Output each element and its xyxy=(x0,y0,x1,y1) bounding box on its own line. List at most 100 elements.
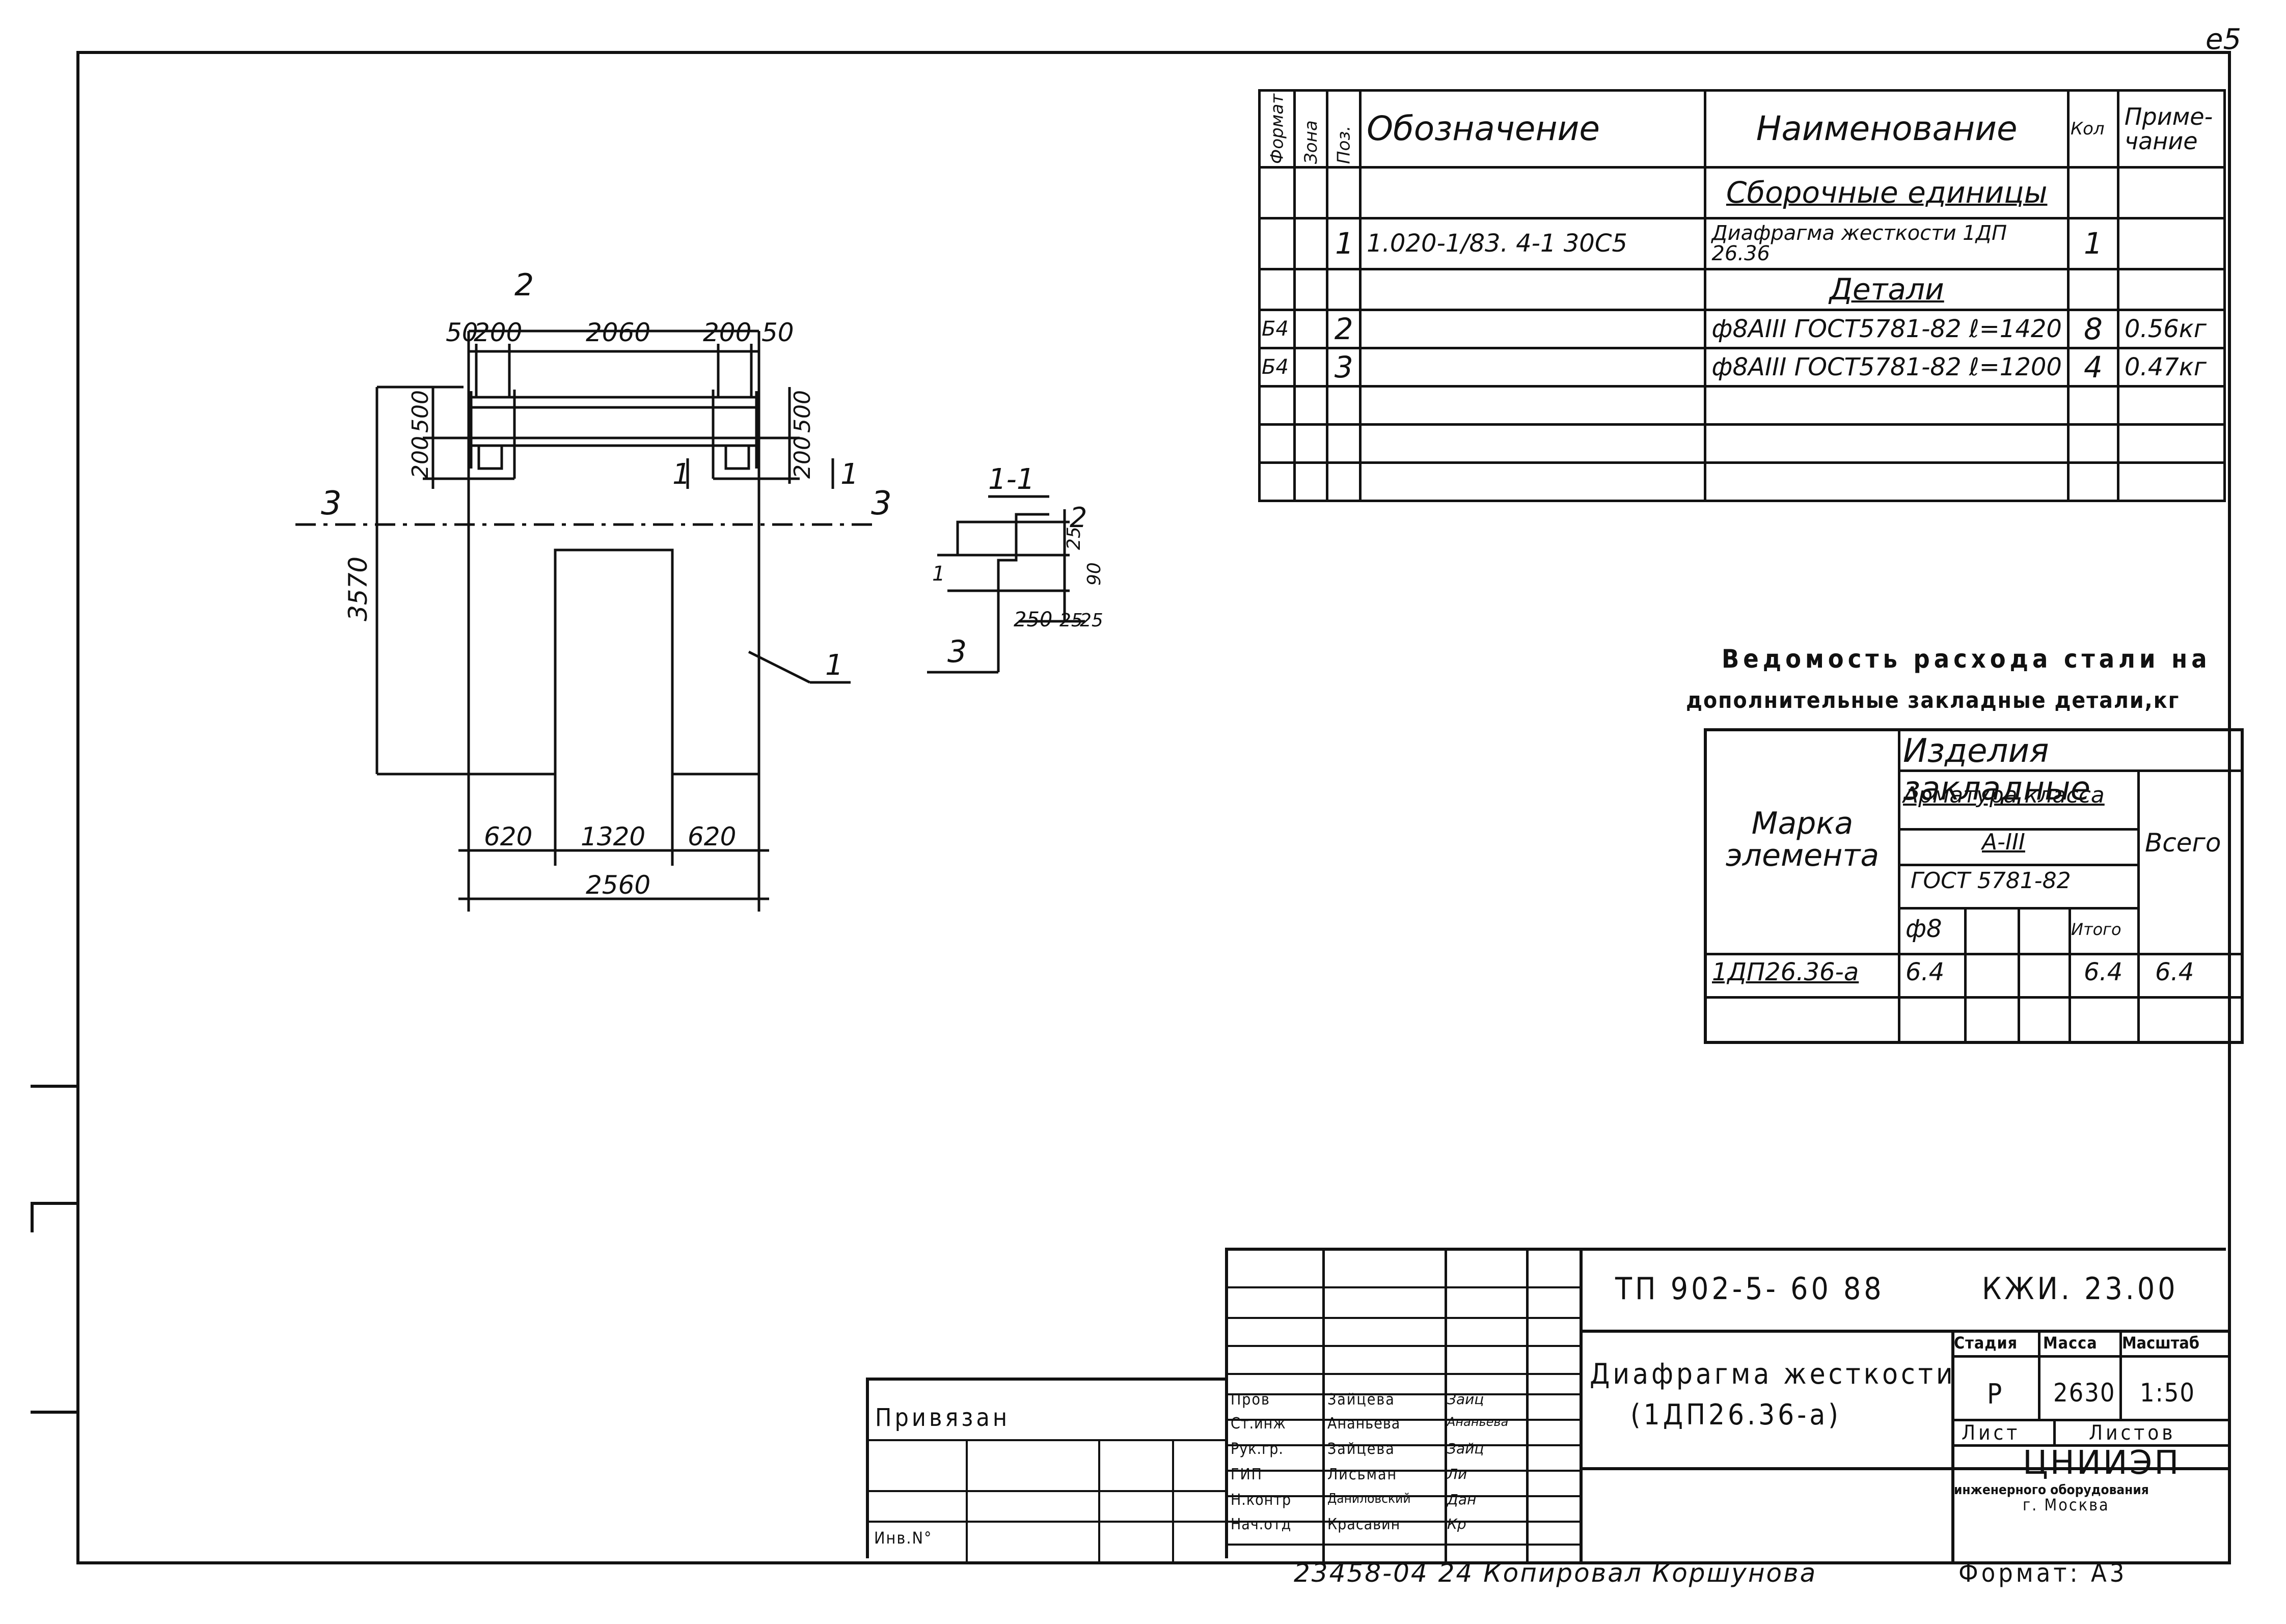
spec-cell-format xyxy=(1258,216,1296,270)
spec-row xyxy=(1258,423,2226,464)
dim-bottom-620a: 620 xyxy=(484,822,532,851)
signer-signature: Кр xyxy=(1447,1516,1466,1532)
spec-row xyxy=(1258,384,2226,426)
top-label-2: 2 xyxy=(514,267,534,303)
signer-name: Ананьева xyxy=(1327,1415,1401,1433)
dim-right-200: 200 xyxy=(790,436,815,479)
section-mark-3-right: 3 xyxy=(871,485,892,522)
sheets-label: Листов xyxy=(2089,1421,2176,1445)
header-class: Арматура класса xyxy=(1903,782,2105,808)
spec-header-zone: Зона xyxy=(1294,90,1327,168)
dim-top-200a: 200 xyxy=(474,318,522,347)
spec-cell-format xyxy=(1258,461,1296,502)
section-1-1-drawing: 1-1 2 1 3 25 90 250 25 25 xyxy=(927,463,1105,674)
spec-cell-name: ф8АIII ГОСТ5781-82 ℓ=1420 xyxy=(1704,308,2070,349)
spec-cell-designation xyxy=(1359,423,1707,464)
binding-tick xyxy=(31,1411,79,1414)
spec-cell-name: Сборочные единицы xyxy=(1704,166,2070,219)
spec-cell-designation xyxy=(1359,346,1707,388)
signer-signature: Ли xyxy=(1447,1466,1467,1482)
spec-cell-qty: 1 xyxy=(2066,216,2119,270)
project-code: ТП 902-5- 60 88 xyxy=(1615,1271,1885,1307)
spec-cell-qty xyxy=(2066,267,2119,311)
sheet-label: Лист xyxy=(1962,1421,2021,1445)
spec-cell-zone xyxy=(1293,267,1329,311)
title-block: ТП 902-5- 60 88 КЖИ. 23.00 Диафрагма жес… xyxy=(1225,1248,2229,1561)
spec-row: Сборочные единицы xyxy=(1258,166,2226,219)
row-mark: 1ДП26.36-а xyxy=(1712,958,1859,986)
binding-tick xyxy=(31,1085,79,1088)
signer-role: Пров xyxy=(1231,1391,1270,1409)
header-itogo: Итого xyxy=(2071,920,2121,939)
signer-name: Даниловский xyxy=(1327,1491,1411,1506)
section-dim-250: 250 xyxy=(1014,608,1052,631)
org-line2: инженерного оборудования xyxy=(1954,1482,2149,1498)
spec-row: Детали xyxy=(1258,267,2226,311)
spec-cell-zone xyxy=(1293,384,1329,426)
sheet-frame xyxy=(76,51,2231,1564)
format-label: Формат: А3 xyxy=(1958,1558,2128,1588)
sheet-number: е5 xyxy=(2206,23,2242,56)
spec-cell-format: Б4 xyxy=(1258,308,1296,349)
scale-label: Масштаб xyxy=(2122,1333,2199,1353)
signer-name: Зайцева xyxy=(1327,1440,1395,1458)
section-label-2: 2 xyxy=(1070,502,1087,534)
embed-plate-left xyxy=(477,444,503,470)
spec-cell-name xyxy=(1704,461,2070,502)
spec-cell-format xyxy=(1258,423,1296,464)
spec-header-format: Формат xyxy=(1259,90,1295,168)
signer-role: ГИП xyxy=(1231,1466,1263,1483)
dim-right-500: 500 xyxy=(790,390,815,433)
dim-top-50a: 50 xyxy=(446,318,478,347)
row-total: 6.4 xyxy=(2155,958,2194,986)
spec-cell-designation xyxy=(1359,461,1707,502)
spec-cell-format: Б4 xyxy=(1258,346,1296,388)
spec-header-pos: Поз. xyxy=(1327,90,1360,168)
header-gost: ГОСТ 5781-82 xyxy=(1911,868,2071,894)
spec-cell-note xyxy=(2116,216,2226,270)
spec-row: Б4 3 ф8АIII ГОСТ5781-82 ℓ=1200 4 0.47кг xyxy=(1258,346,2226,388)
spec-cell-name: Детали xyxy=(1704,267,2070,311)
spec-cell-note xyxy=(2116,384,2226,426)
spec-cell-pos xyxy=(1326,461,1362,502)
spec-cell-pos xyxy=(1326,423,1362,464)
signer-role: Ст.инж xyxy=(1231,1415,1286,1433)
spec-cell-pos xyxy=(1326,267,1362,311)
section-dim-25a: 25 xyxy=(1064,527,1084,550)
stage-value: Р xyxy=(1987,1378,2005,1410)
org-name: ЦНИИЭП xyxy=(2023,1444,2181,1482)
specification-table: Формат Зона Поз. Обозначение Наименовани… xyxy=(1258,89,2226,502)
spec-cell-zone xyxy=(1293,423,1329,464)
cut-mark-1-right: 1 xyxy=(840,458,859,491)
stage-label: Стадия xyxy=(1954,1333,2018,1353)
dim-top-200b: 200 xyxy=(703,318,751,347)
spec-cell-pos xyxy=(1326,166,1362,219)
steel-statement-title-1: Ведомость расхода стали на xyxy=(1722,644,2211,674)
doc-code: КЖИ. 23.00 xyxy=(1982,1271,2179,1307)
inv-no-label: Инв.N° xyxy=(874,1528,933,1548)
spec-header-row: Формат Зона Поз. Обозначение Наименовани… xyxy=(1259,89,2226,169)
mass-label: Масса xyxy=(2043,1333,2098,1353)
diaphragm-outline xyxy=(467,396,760,776)
steel-statement-title-2: дополнительные закладные детали,кг xyxy=(1686,687,2180,713)
binding-tick xyxy=(31,1202,34,1232)
spec-row: Б4 2 ф8АIII ГОСТ5781-82 ℓ=1420 8 0.56кг xyxy=(1258,308,2226,349)
section-label-1: 1 xyxy=(932,562,945,586)
spec-cell-note: 0.47кг xyxy=(2116,346,2226,388)
dim-left-500: 500 xyxy=(407,390,433,433)
steel-statement-table: Изделия закладные Арматура класса А-III … xyxy=(1704,728,2244,1044)
header-total: Всего xyxy=(2145,828,2221,858)
header-mark: Марка элемента xyxy=(1725,806,1880,873)
dim-total-2560: 2560 xyxy=(586,870,650,900)
header-d8: ф8 xyxy=(1906,915,1942,943)
spec-cell-format xyxy=(1258,384,1296,426)
signer-signature: Ананьева xyxy=(1447,1415,1509,1429)
signer-name: Зайцева xyxy=(1327,1391,1395,1409)
section-mark-3-left: 3 xyxy=(321,485,342,522)
scale-value: 1:50 xyxy=(2140,1378,2196,1408)
row-itogo: 6.4 xyxy=(2084,958,2123,986)
embed-plate-right xyxy=(724,444,750,470)
spec-cell-zone xyxy=(1293,216,1329,270)
spec-cell-designation xyxy=(1359,166,1707,219)
spec-cell-note xyxy=(2116,423,2226,464)
